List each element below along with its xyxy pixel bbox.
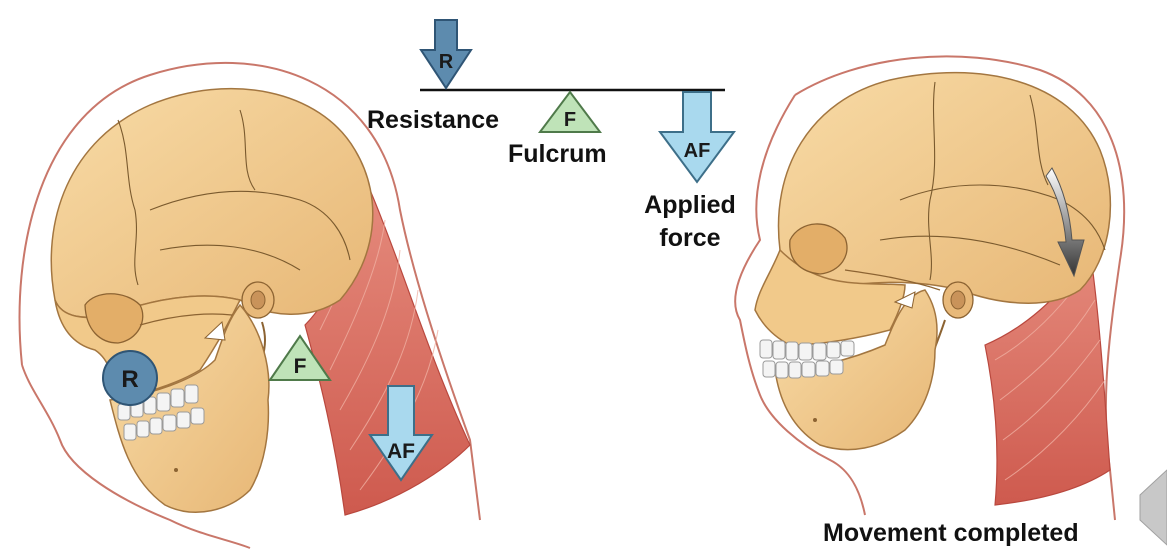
right-head xyxy=(734,55,1126,521)
right-muscle-fibers xyxy=(994,269,1106,481)
movement-completed-label: Movement completed xyxy=(823,519,1079,547)
right-face-outline xyxy=(734,94,866,516)
left-applied-force-arrow: AF xyxy=(368,385,434,482)
applied-force-label-line1: Applied xyxy=(644,191,736,219)
lever-applied-force-arrow-label: AF xyxy=(684,140,711,162)
left-fulcrum-marker-label: F xyxy=(294,355,307,378)
left-notch xyxy=(203,320,226,341)
left-skull-sutures xyxy=(117,109,351,286)
left-resistance-marker-label: R xyxy=(121,366,138,393)
left-face-outline xyxy=(21,364,251,549)
right-head-outline xyxy=(794,55,1126,521)
right-teeth xyxy=(759,339,855,379)
right-skull-sutures xyxy=(879,81,1106,281)
fulcrum-label: Fulcrum xyxy=(508,140,607,168)
lever-resistance-arrow-label: R xyxy=(439,51,454,73)
right-face-bone xyxy=(754,248,906,346)
left-cranium xyxy=(50,87,374,319)
left-mandible xyxy=(109,303,270,513)
left-resistance-marker: R xyxy=(102,350,158,406)
left-head-outline xyxy=(18,62,481,521)
speaker-icon[interactable] xyxy=(1139,469,1167,546)
left-applied-force-label: AF xyxy=(387,440,415,463)
right-eye-socket xyxy=(789,223,848,275)
right-notch xyxy=(893,291,916,309)
left-teeth xyxy=(117,384,205,441)
lever-fulcrum-label: F xyxy=(564,109,576,131)
lever-fulcrum: F xyxy=(538,90,602,133)
resistance-label: Resistance xyxy=(367,106,499,134)
right-mandible xyxy=(774,289,938,451)
lever-resistance-arrow: R xyxy=(419,19,473,90)
left-fulcrum-marker: F xyxy=(268,334,332,381)
applied-force-label-line2: force xyxy=(659,224,720,252)
movement-arrow xyxy=(1045,167,1085,278)
lever-schematic: R F AF Resistance Fulcrum Applied force xyxy=(367,19,736,252)
left-eye-socket xyxy=(84,293,144,344)
lever-applied-force-arrow: AF xyxy=(658,91,736,184)
left-head xyxy=(18,62,481,549)
right-zygomatic xyxy=(844,269,941,291)
